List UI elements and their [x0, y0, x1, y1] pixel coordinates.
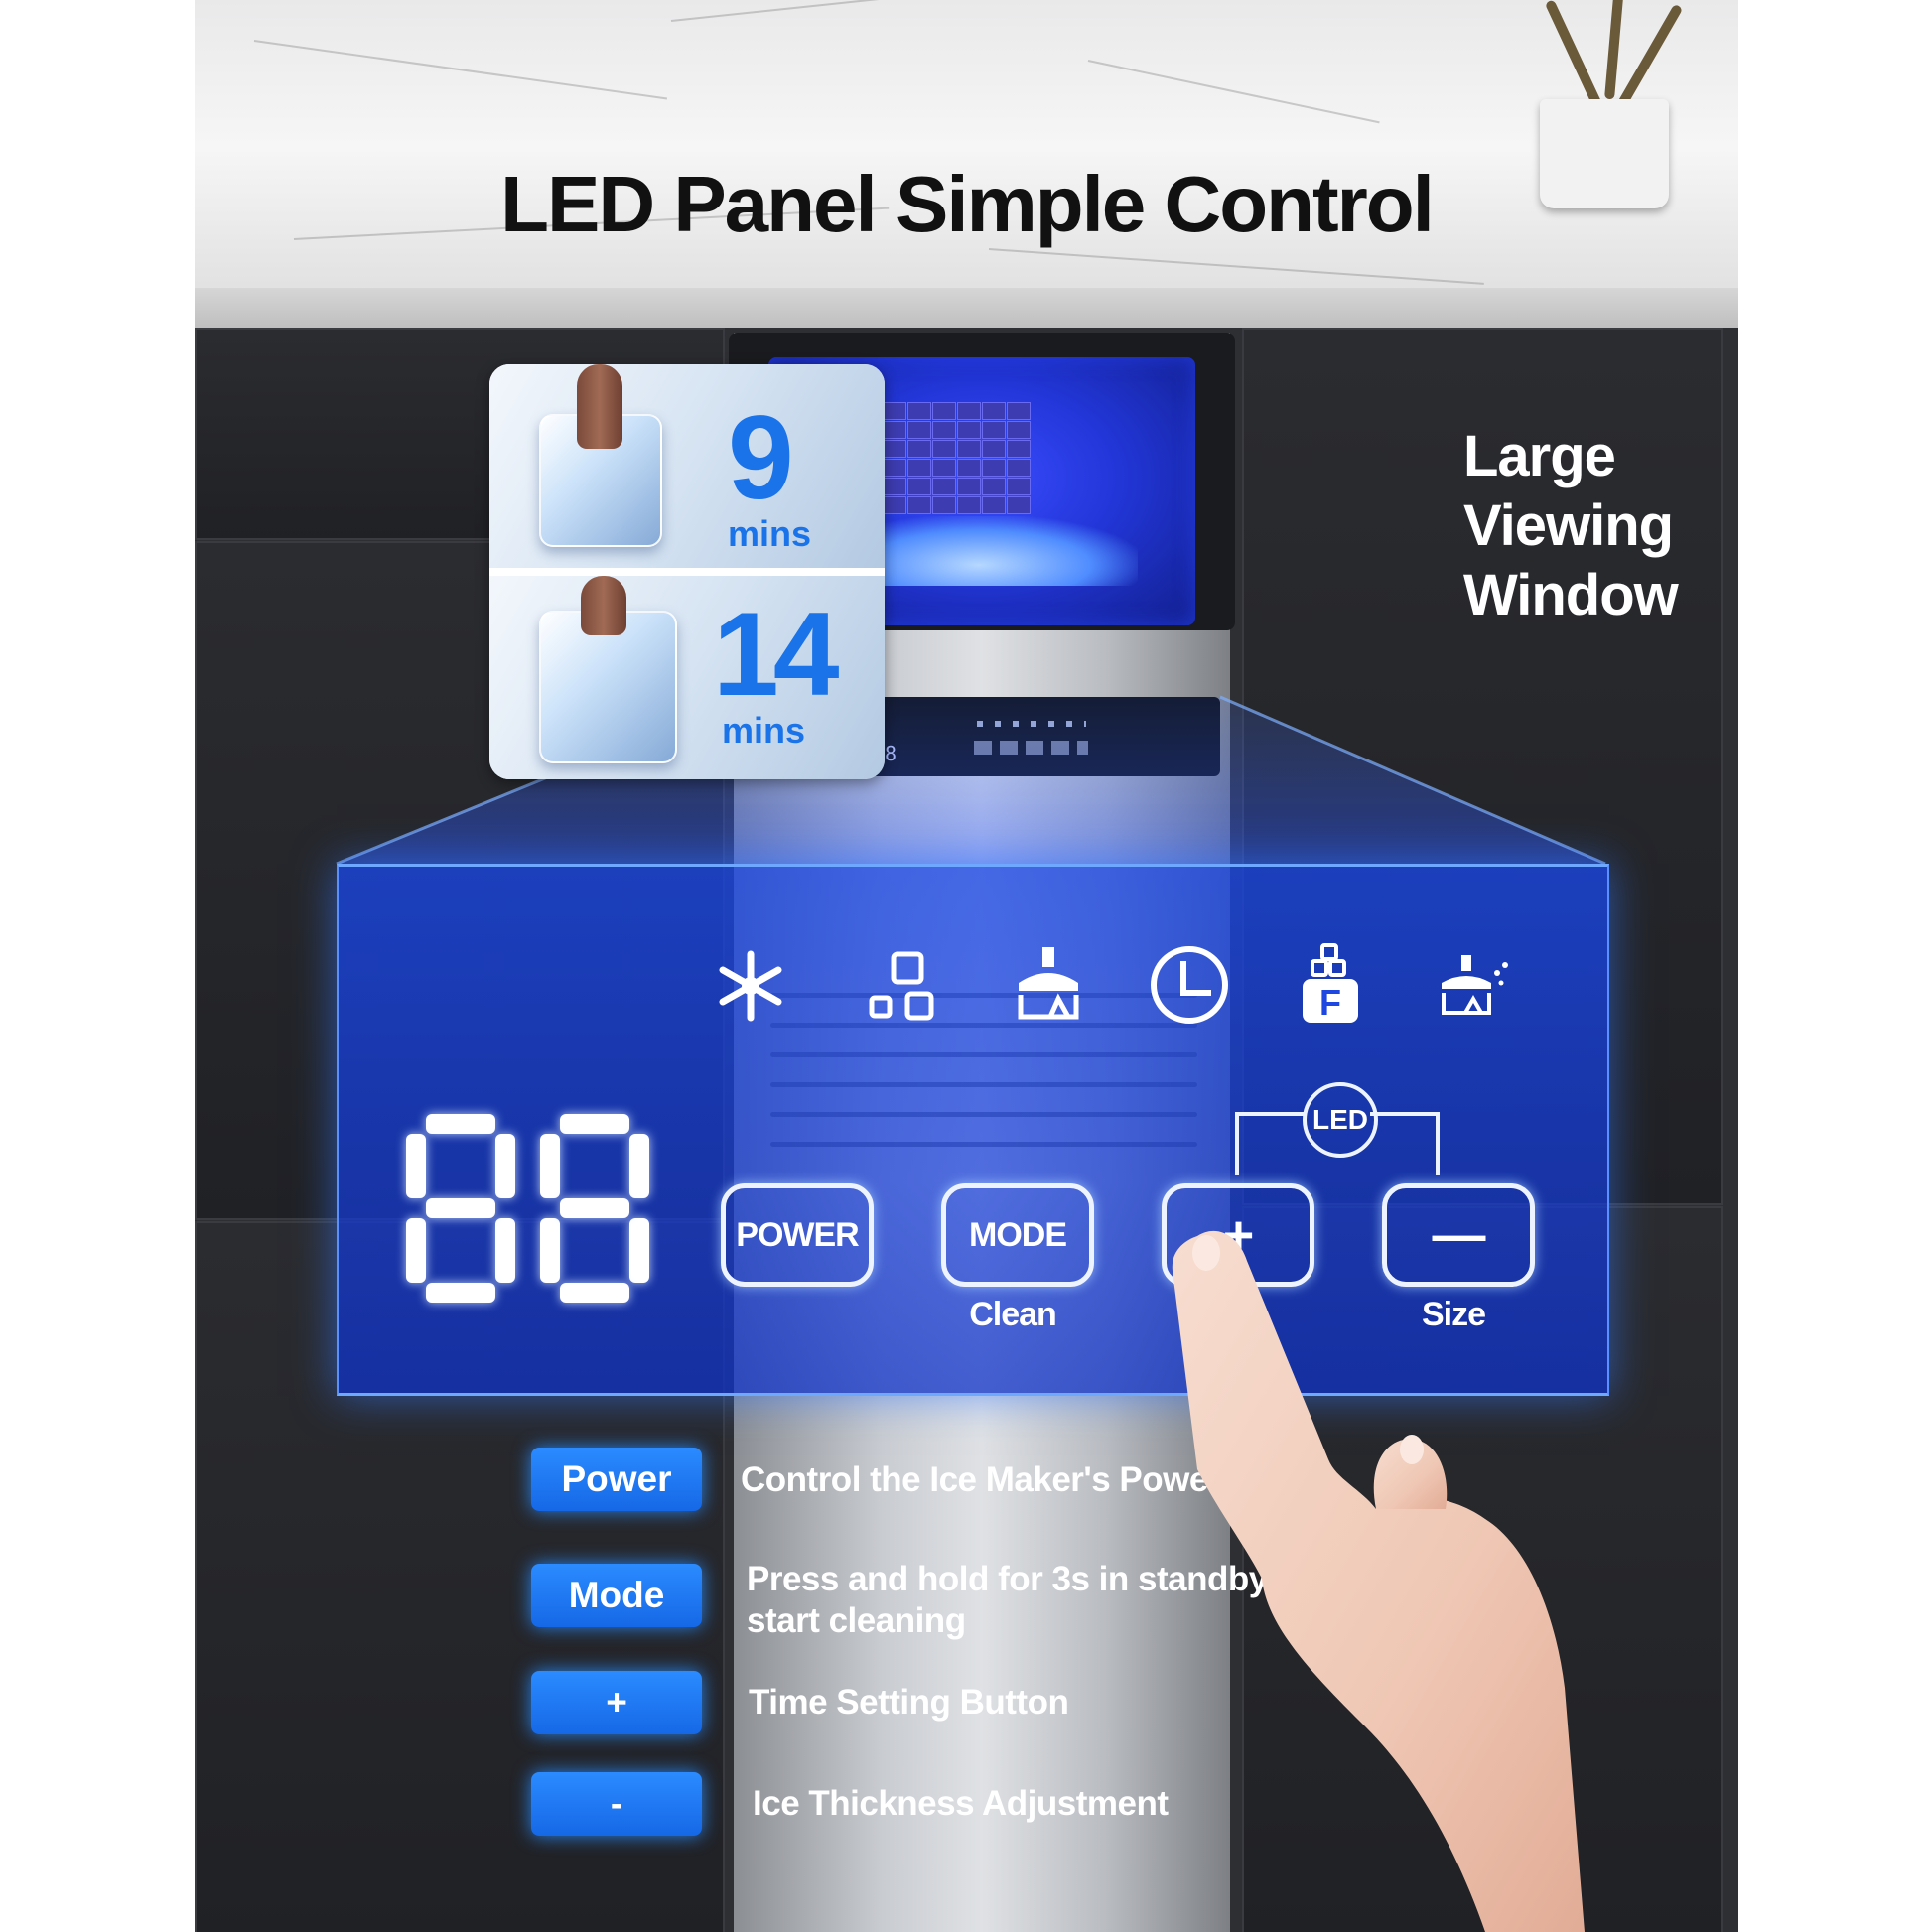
minus-button[interactable]: —	[1382, 1183, 1535, 1287]
time-unit: mins	[722, 710, 806, 751]
legend-text-power: Control the Ice Maker's Power	[741, 1460, 1221, 1499]
legend-key-power: Power	[531, 1448, 702, 1511]
legend-text-plus: Time Setting Button	[749, 1683, 1069, 1722]
minus-caption: Size	[1421, 1296, 1486, 1333]
fahrenheit-icon: F	[1303, 943, 1358, 1023]
ice-tray-cell	[957, 459, 981, 477]
ice-tray-cell	[1007, 478, 1031, 495]
viewing-window-label: Large Viewing Window	[1463, 422, 1679, 630]
ice-tray-cell	[932, 478, 956, 495]
ice-tray-cell	[982, 496, 1006, 514]
legend-key-minus: -	[531, 1772, 702, 1836]
led-bracket-right	[1370, 1112, 1440, 1175]
ice-cubes-icon	[869, 951, 934, 1021]
ice-cube-image	[539, 611, 677, 763]
ice-scoop-icon	[1018, 947, 1079, 1020]
finger-image	[581, 576, 626, 635]
power-button[interactable]: POWER	[721, 1183, 874, 1287]
legend-text-minus: Ice Thickness Adjustment	[753, 1784, 1169, 1823]
ice-tray-cell	[957, 402, 981, 420]
ice-tray-cell	[907, 421, 931, 439]
time-unit: mins	[728, 513, 812, 554]
marble-countertop	[195, 0, 1738, 328]
display-segment	[560, 1283, 629, 1303]
ice-tray-cell	[907, 459, 931, 477]
ice-tray-cell	[982, 459, 1006, 477]
ice-tray-cell	[957, 478, 981, 495]
ice-tray-cell	[932, 440, 956, 458]
hand-image	[1172, 1230, 1585, 1932]
label-line: Window	[1463, 563, 1679, 627]
finger-image	[577, 364, 622, 449]
ice-tray-cell	[932, 421, 956, 439]
ice-tray-cell	[932, 459, 956, 477]
snowflake-icon	[719, 950, 782, 1022]
time-number: 9	[728, 391, 794, 524]
product-scene: LED Panel Simple Control 88	[195, 0, 1738, 1932]
display-segment	[426, 1114, 495, 1134]
display-segment	[560, 1114, 629, 1134]
ice-tray-cell	[1007, 440, 1031, 458]
plant-pot	[1540, 99, 1669, 208]
display-segment	[495, 1218, 515, 1283]
cube-half-small: 9 mins	[489, 364, 885, 568]
legend-key-plus: +	[531, 1671, 702, 1734]
led-indicator: LED	[1303, 1082, 1378, 1158]
ice-tray-cell	[957, 421, 981, 439]
card-divider	[489, 568, 885, 576]
ice-tray-cell	[982, 402, 1006, 420]
display-segment	[406, 1218, 426, 1283]
ice-tray-cell	[932, 496, 956, 514]
display-segment	[560, 1198, 629, 1218]
mode-button[interactable]: MODE	[941, 1183, 1094, 1287]
display-segment	[629, 1134, 649, 1198]
display-segment	[540, 1218, 560, 1283]
ice-tray-cell	[1007, 421, 1031, 439]
ice-tray-cell	[957, 496, 981, 514]
legend-key-mode: Mode	[531, 1564, 702, 1627]
led-bracket-left	[1235, 1112, 1307, 1175]
counter-edge	[195, 288, 1738, 328]
ice-tray-cell	[932, 402, 956, 420]
cube-timing-card: 9 mins 14 mins	[489, 364, 885, 779]
ice-tray-cell	[1007, 496, 1031, 514]
ice-tray-cell	[907, 478, 931, 495]
cube-half-large: 14 mins	[489, 576, 885, 779]
display-segment	[426, 1198, 495, 1218]
display-segment	[426, 1283, 495, 1303]
holographic-panel	[337, 864, 1609, 1396]
ice-tray-cell	[957, 440, 981, 458]
ice-tray-cell	[1007, 459, 1031, 477]
ice-tray-cell	[982, 421, 1006, 439]
display-segment	[495, 1134, 515, 1198]
ice-tray-cell	[907, 496, 931, 514]
svg-text:F: F	[1319, 982, 1341, 1023]
mode-caption: Clean	[969, 1296, 1057, 1333]
label-line: Viewing	[1463, 493, 1674, 558]
time-number: 14	[713, 588, 840, 721]
ice-tray-cell	[982, 478, 1006, 495]
ice-tray-cell	[1007, 402, 1031, 420]
ice-tray-cell	[907, 440, 931, 458]
clean-brush-icon	[1442, 955, 1508, 1015]
clock-icon	[1151, 946, 1228, 1024]
display-segment	[406, 1134, 426, 1198]
display-segment	[629, 1218, 649, 1283]
ice-tray-cell	[982, 440, 1006, 458]
label-line: Large	[1463, 424, 1616, 488]
display-segment	[540, 1134, 560, 1198]
ice-tray-cell	[907, 402, 931, 420]
page-title: LED Panel Simple Control	[500, 160, 1435, 248]
